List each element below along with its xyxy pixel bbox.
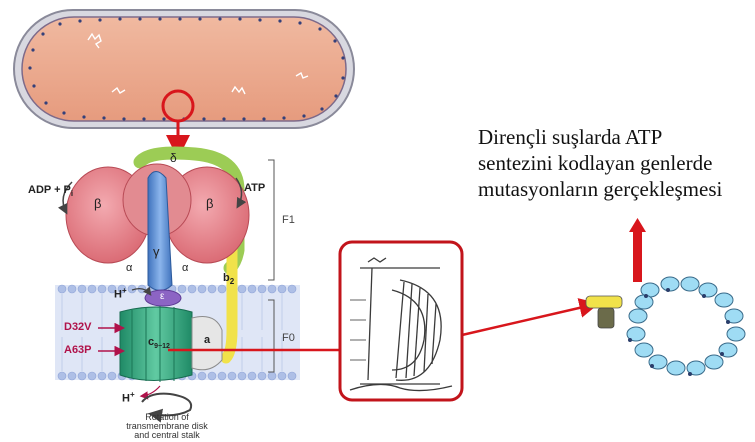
mutation-a63p-label: A63P [64, 344, 92, 356]
epsilon-label: ε [160, 291, 164, 302]
beta-left-label: β [94, 196, 101, 211]
h-plus-top-label: H+ [114, 286, 127, 301]
adp-pi-label: ADP + Pi [28, 184, 73, 198]
annotation-text: Dirençli suşlarda ATP sentezini kodlayan… [478, 124, 748, 202]
c-ring-icon [586, 277, 745, 376]
alpha-left-label: α [126, 262, 132, 274]
c-ring-label: c9−12 [148, 336, 170, 350]
b2-label: b2 [223, 272, 234, 286]
h-plus-bottom-label: H+ [122, 390, 135, 405]
beta-right-label: β [206, 196, 213, 211]
delta-label: δ [170, 151, 177, 165]
water-wheel-icon [340, 242, 462, 400]
annotation-line-2: sentezini kodlayan genlerde [478, 150, 748, 176]
up-arrow-icon [629, 218, 646, 282]
cell-icon [14, 10, 354, 128]
alpha-right-label: α [182, 262, 188, 274]
f0-label: F0 [282, 332, 295, 344]
rotation-caption: Rotation of transmembrane disk and centr… [122, 413, 212, 440]
gamma-label: γ [153, 244, 160, 259]
annotation-line-3: mutasyonların gerçekleşmesi [478, 176, 748, 202]
mutation-d32v-label: D32V [64, 321, 92, 333]
atp-label: ATP [244, 182, 265, 194]
f1-label: F1 [282, 214, 295, 226]
annotation-line-1: Dirençli suşlarda ATP [478, 124, 748, 150]
a-subunit-label: a [204, 334, 210, 346]
link-line-right [462, 305, 592, 335]
